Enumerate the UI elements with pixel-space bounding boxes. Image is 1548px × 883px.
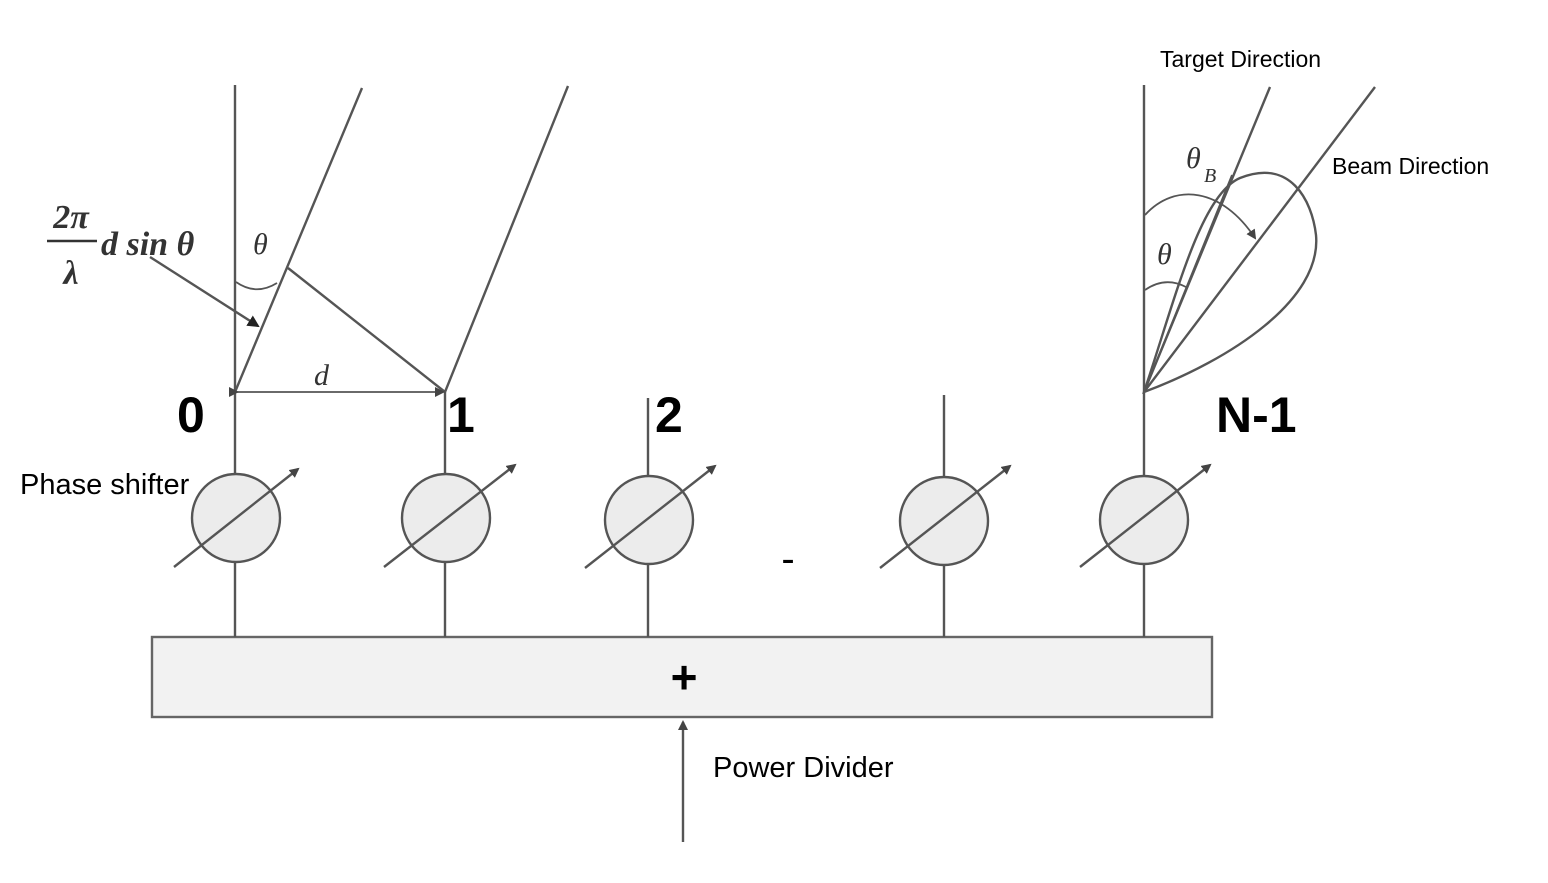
sum-symbol: + bbox=[671, 651, 698, 703]
theta-label-left: θ bbox=[253, 228, 268, 261]
element-index-2: 2 bbox=[655, 387, 683, 443]
element-index-0: 0 bbox=[177, 387, 205, 443]
beam-lobe bbox=[1142, 171, 1318, 395]
target-direction-label: Target Direction bbox=[1160, 46, 1321, 72]
element-index-n-minus-1: N-1 bbox=[1216, 387, 1297, 443]
phase-shifter-2 bbox=[603, 474, 695, 566]
beam-direction-label: Beam Direction bbox=[1332, 153, 1489, 179]
antenna-element-2: 2 bbox=[584, 387, 717, 637]
formula-expression: d sin θ bbox=[101, 226, 195, 263]
spacing-label: d bbox=[314, 359, 330, 392]
formula-numerator: 2π bbox=[52, 199, 90, 236]
theta-arc-right bbox=[1144, 281, 1187, 291]
theta-b-arc bbox=[1144, 193, 1257, 240]
power-divider-label: Power Divider bbox=[713, 752, 894, 784]
antenna-element-n-minus-1: N-1 bbox=[1079, 85, 1297, 637]
wavefront-geometry: θ d bbox=[149, 85, 570, 397]
phase-shifter-n-minus-1 bbox=[1098, 474, 1190, 566]
theta-b-label: θ bbox=[1186, 142, 1201, 175]
beam-geometry: θ B θ bbox=[1142, 86, 1376, 395]
theta-label-right: θ bbox=[1157, 238, 1172, 271]
ray-1 bbox=[443, 85, 570, 393]
ellipsis-dash: - bbox=[781, 537, 794, 581]
ray-0 bbox=[233, 87, 364, 393]
phase-shifter-label: Phase shifter bbox=[20, 469, 190, 501]
element-index-1: 1 bbox=[447, 387, 475, 443]
antenna-element-0: 0 bbox=[173, 85, 300, 637]
beam-direction-line bbox=[1143, 86, 1376, 393]
phase-formula: 2π λ d sin θ bbox=[47, 199, 195, 292]
steered-ray bbox=[1143, 174, 1233, 393]
wavefront-line bbox=[287, 267, 446, 393]
antenna-element-1: 1 bbox=[383, 387, 517, 637]
formula-denominator: λ bbox=[61, 255, 78, 292]
phase-pointer-arrow bbox=[149, 255, 260, 328]
power-divider-box bbox=[150, 635, 1214, 719]
theta-b-subscript: B bbox=[1204, 165, 1216, 187]
phase-shifter-3 bbox=[898, 475, 990, 567]
theta-arc-left bbox=[235, 281, 278, 291]
antenna-element-3 bbox=[879, 395, 1012, 637]
